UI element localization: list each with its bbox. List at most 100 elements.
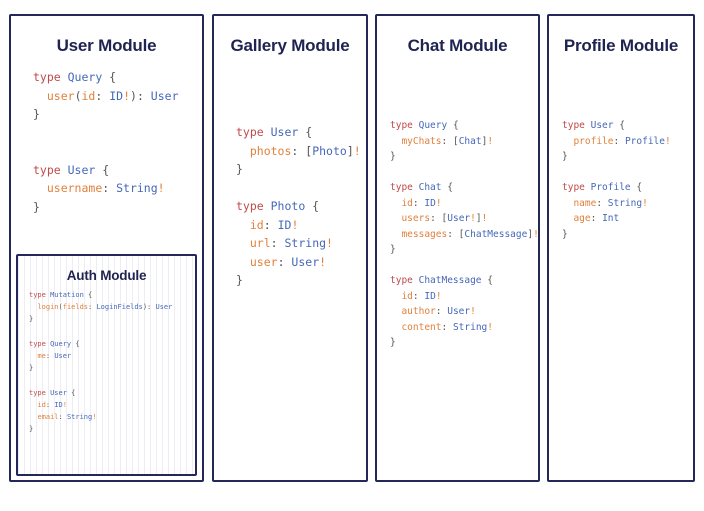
code-token-punc: ] <box>481 135 488 147</box>
code-line: age: Int <box>562 211 693 227</box>
module-card-auth[interactable]: Auth Module type Mutation { login(fields… <box>16 254 197 476</box>
code-token-bang: ! <box>435 197 442 209</box>
code-token-field: age <box>573 213 591 224</box>
code-token-punc <box>236 236 250 250</box>
code-token-punc <box>562 198 573 209</box>
code-token-punc: : <box>441 135 453 147</box>
code-line: id: ID! <box>236 216 366 235</box>
code-token-type: Query <box>418 120 448 131</box>
code-token-punc <box>236 218 250 232</box>
code-token-type: User <box>67 162 96 177</box>
code-token-punc <box>390 306 401 317</box>
code-token-kw: type <box>390 182 419 193</box>
code-token-punc: : <box>441 321 453 333</box>
code-token-punc: : <box>270 236 285 250</box>
code-token-kw: type <box>562 182 591 193</box>
code-line: } <box>29 423 195 435</box>
code-token-punc: : <box>263 217 278 232</box>
code-line: type Photo { <box>236 197 366 216</box>
code-spacer <box>390 165 538 181</box>
code-block-profile: type User { profile: Profile!}type Profi… <box>549 118 693 242</box>
code-token-bang: ! <box>123 88 131 103</box>
code-line: username: String! <box>33 179 202 198</box>
code-token-type: User <box>155 303 173 312</box>
code-token-bang: ! <box>487 135 494 147</box>
code-token-type: ChatMessage <box>464 228 528 240</box>
code-token-field: messages <box>401 228 448 240</box>
code-line: url: String! <box>236 234 366 253</box>
code-token-type: String <box>66 413 93 421</box>
code-token-type: Chat <box>418 182 442 193</box>
code-token-kw: type <box>390 120 419 131</box>
code-token-bang: ! <box>157 181 165 195</box>
code-line: } <box>390 242 538 258</box>
code-token-punc: } <box>390 151 396 162</box>
module-card-profile[interactable]: Profile Module type User { profile: Prof… <box>547 14 695 482</box>
code-line: login(fields: LoginFields): User <box>29 301 195 313</box>
code-token-punc: ( <box>58 303 63 312</box>
code-line: } <box>390 149 538 165</box>
code-token-kw: type <box>33 162 68 177</box>
code-line: type User { <box>236 123 366 142</box>
code-token-field: user <box>249 254 278 269</box>
code-token-punc: { <box>83 291 93 299</box>
code-token-punc <box>390 322 401 333</box>
code-block-chat: type Query { myChats: [Chat]!}type Chat … <box>377 118 539 351</box>
code-line: content: String! <box>390 320 538 336</box>
code-token-type: User <box>590 120 614 131</box>
code-token-type: String <box>452 321 488 333</box>
code-token-kw: type <box>562 120 591 131</box>
code-token-type: ChatMessage <box>418 275 482 286</box>
code-token-punc: { <box>66 388 76 397</box>
module-card-chat[interactable]: Chat Module type Query { myChats: [Chat]… <box>375 14 540 482</box>
code-token-punc: } <box>29 364 34 373</box>
module-title-profile: Profile Module <box>563 36 679 55</box>
code-line: type Query { <box>390 118 538 134</box>
code-token-type: Query <box>50 339 72 348</box>
code-line: messages: [ChatMessage]! <box>390 227 538 243</box>
code-token-punc: : <box>291 143 306 158</box>
code-token-bang: ! <box>326 236 333 250</box>
code-line: type Query { <box>29 338 195 350</box>
code-token-punc: ] <box>527 228 534 240</box>
code-token-field: author <box>401 306 436 317</box>
code-token-field: id <box>401 197 413 209</box>
code-token-kw: type <box>236 125 271 139</box>
code-token-punc <box>390 198 401 209</box>
code-line: } <box>33 198 202 217</box>
code-token-field: fields <box>62 303 89 312</box>
code-token-punc <box>390 229 401 240</box>
code-token-type: Photo <box>270 199 306 213</box>
code-line: id: ID! <box>29 399 195 411</box>
code-spacer <box>29 374 195 386</box>
code-token-kw: type <box>29 291 51 299</box>
code-token-punc <box>390 136 401 147</box>
code-token-punc <box>390 213 401 224</box>
code-token-punc: } <box>390 244 396 255</box>
code-token-punc: } <box>390 337 396 348</box>
code-line: type Profile { <box>562 180 693 196</box>
code-token-punc: { <box>71 339 80 348</box>
code-token-punc: [ <box>441 213 448 224</box>
code-token-type: User <box>150 88 179 103</box>
code-token-kw: type <box>29 388 51 397</box>
code-line: profile: Profile! <box>562 134 693 150</box>
module-card-gallery[interactable]: Gallery Module type User { photos: [Phot… <box>212 14 368 482</box>
code-line: } <box>390 335 538 351</box>
code-token-punc <box>236 255 250 269</box>
module-card-user[interactable]: User Module type Query { user(id: ID!): … <box>9 14 204 482</box>
code-line: user(id: ID!): User <box>33 87 202 106</box>
code-token-type: Int <box>602 213 620 224</box>
code-token-type: Chat <box>458 135 482 147</box>
code-block-auth: type Mutation { login(fields: LoginField… <box>18 289 195 435</box>
code-token-punc: { <box>95 162 110 177</box>
code-token-type: ID <box>109 88 124 103</box>
code-token-kw: type <box>390 275 419 286</box>
code-token-punc: : <box>45 352 55 360</box>
code-line: myChats: [Chat]! <box>390 134 538 150</box>
code-token-bang: ! <box>92 413 97 421</box>
code-line: } <box>562 149 693 165</box>
code-token-field: login <box>37 303 59 312</box>
code-line: name: String! <box>562 196 693 212</box>
code-token-field: myChats <box>401 135 442 147</box>
